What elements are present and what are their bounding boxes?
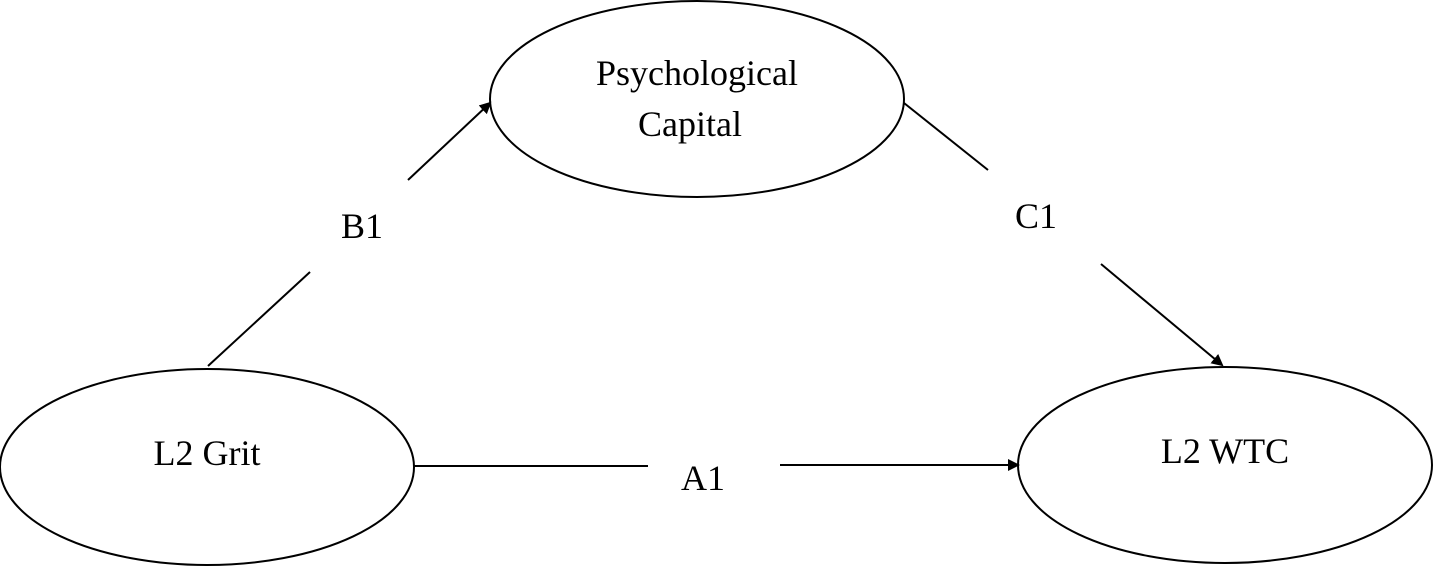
- edge-c1: C1: [903, 102, 1224, 367]
- edge-c1-label: C1: [1015, 196, 1057, 236]
- edge-b1-label: B1: [341, 206, 383, 246]
- edge-a1: A1: [414, 458, 1020, 498]
- psychological-capital-ellipse: [489, 0, 905, 198]
- node-l2-grit: L2 Grit: [0, 368, 415, 566]
- psychological-capital-label-line2: Capital: [638, 104, 742, 144]
- edge-c1-line-end: [1100, 263, 1224, 367]
- edge-b1: B1: [207, 101, 492, 367]
- node-psychological-capital: Psychological Capital: [489, 0, 905, 198]
- edge-b1-line-start: [207, 271, 311, 367]
- edge-c1-line-start: [903, 102, 989, 171]
- edge-a1-label: A1: [681, 458, 725, 498]
- node-l2-wtc: L2 WTC: [1017, 366, 1433, 564]
- psychological-capital-label-line1: Psychological: [596, 53, 798, 93]
- l2-wtc-label: L2 WTC: [1161, 431, 1289, 471]
- edge-b1-line-end: [407, 101, 492, 181]
- l2-grit-label: L2 Grit: [154, 433, 261, 473]
